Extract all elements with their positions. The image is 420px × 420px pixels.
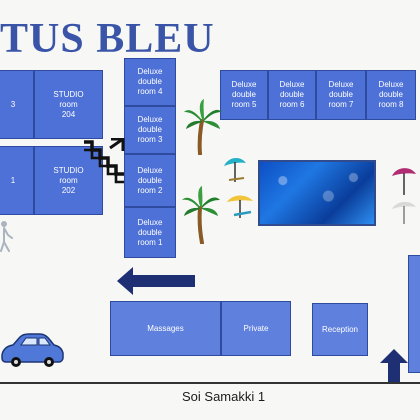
deluxe-room-6-line-2: double (279, 90, 305, 99)
reception-room: Reception (312, 303, 368, 356)
deluxe-room-4-line-1: Deluxe (137, 67, 163, 76)
studio-room-202-line-3: 202 (61, 185, 76, 195)
studio-room-202-line-1: STUDIO (53, 165, 84, 175)
deluxe-room-2-line-2: double (137, 175, 163, 185)
studio-room-204-line-1: STUDIO (53, 89, 84, 99)
deluxe-room-8-line-3: room 8 (378, 100, 404, 109)
deluxe-room-4-line-3: room 4 (137, 87, 163, 96)
deluxe-room-7-line-3: room 7 (328, 100, 354, 109)
massages-label: Massages (147, 323, 184, 333)
deluxe-room-4-line-2: double (137, 77, 163, 86)
deluxe-room-7-line-1: Deluxe (328, 80, 354, 89)
studio-room-202-line-2: room (59, 175, 78, 185)
studio-room-204: STUDIO room 204 (34, 70, 103, 139)
private-label: Private (243, 323, 269, 333)
reception-label: Reception (321, 324, 359, 334)
deluxe-room-8-line-2: double (378, 90, 404, 99)
private-room: Private (221, 301, 291, 356)
deluxe-room-2-line-3: room 2 (137, 185, 163, 195)
deluxe-room-6-line-1: Deluxe (279, 80, 305, 89)
deluxe-double-room-8: Deluxe double room 8 (366, 70, 416, 120)
partial-building-right (408, 255, 420, 373)
person-icon (0, 220, 14, 252)
stairs-icon (80, 138, 128, 192)
street-line (0, 382, 420, 384)
palm-tree-icon (182, 186, 220, 244)
resort-title: TUS BLEU (0, 16, 215, 62)
deluxe-double-room-3: Deluxe double room 3 (124, 106, 176, 154)
beach-umbrella-icon (222, 156, 248, 184)
deluxe-room-8-line-1: Deluxe (378, 80, 404, 89)
deluxe-double-room-4: Deluxe double room 4 (124, 58, 176, 106)
deluxe-double-room-6: Deluxe double room 6 (268, 70, 316, 120)
deluxe-double-room-2: Deluxe double room 2 (124, 154, 176, 207)
swimming-pool (258, 160, 376, 226)
studio-room-top-left: 3 (0, 70, 34, 139)
arrow-up-icon (380, 349, 408, 383)
deluxe-room-6-line-3: room 6 (279, 100, 305, 109)
beach-umbrella-icon (390, 165, 418, 197)
deluxe-room-1-line-3: room 1 (137, 237, 163, 247)
deluxe-room-7-line-2: double (328, 90, 354, 99)
beach-umbrella-icon (225, 192, 255, 222)
deluxe-room-5-line-1: Deluxe (231, 80, 257, 89)
deluxe-room-3-line-2: double (137, 125, 163, 134)
arrow-left-icon (115, 265, 197, 297)
studio-bottom-left-number: 1 (10, 175, 16, 185)
deluxe-room-3-line-1: Deluxe (137, 115, 163, 124)
massages-room: Massages (110, 301, 221, 356)
car-icon (0, 331, 64, 369)
deluxe-double-room-7: Deluxe double room 7 (316, 70, 366, 120)
deluxe-room-2-line-1: Deluxe (137, 165, 163, 175)
studio-room-204-line-3: 204 (61, 109, 76, 119)
deluxe-room-3-line-3: room 3 (137, 135, 163, 144)
studio-room-204-line-2: room (59, 99, 78, 109)
studio-room-bottom-left: 1 (0, 146, 34, 215)
deluxe-room-5-line-3: room 5 (231, 100, 257, 109)
beach-umbrella-icon (390, 198, 418, 226)
deluxe-room-1-line-2: double (137, 227, 163, 237)
deluxe-double-room-1: Deluxe double room 1 (124, 207, 176, 258)
palm-tree-icon (184, 99, 222, 155)
deluxe-double-room-5: Deluxe double room 5 (220, 70, 268, 120)
deluxe-room-5-line-2: double (231, 90, 257, 99)
studio-top-left-number: 3 (10, 99, 16, 109)
deluxe-room-1-line-1: Deluxe (137, 217, 163, 227)
street-name: Soi Samakki 1 (182, 389, 266, 404)
